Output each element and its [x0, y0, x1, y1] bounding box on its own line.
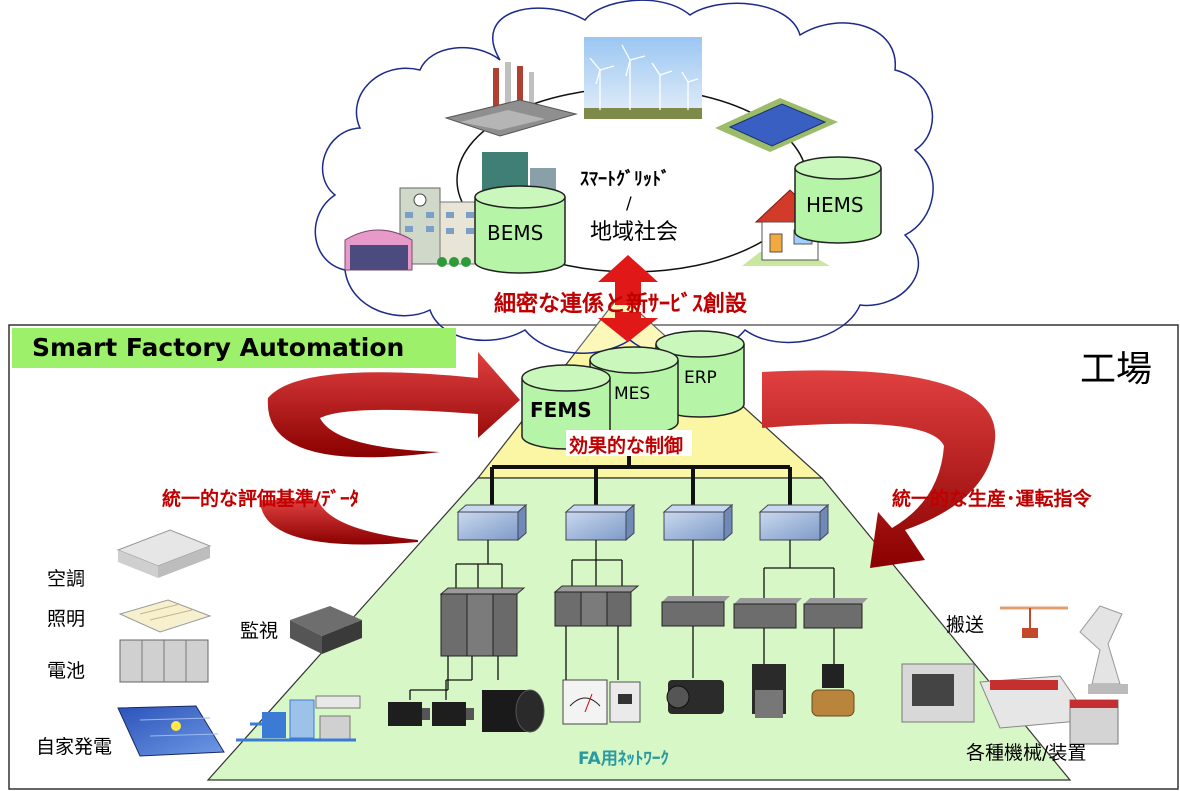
crane-image [1000, 606, 1068, 638]
piping-system-image [236, 695, 361, 742]
solar-farm-image [715, 98, 838, 152]
bems-label: BEMS [487, 221, 544, 245]
analog-meter [562, 679, 608, 725]
monitoring-label: 監視 [240, 620, 279, 642]
factory-frame [8, 324, 1179, 790]
io-module-4 [733, 598, 802, 629]
hems-cylinder [794, 156, 882, 244]
controller-3 [662, 503, 734, 542]
factory-label: 工場 [1080, 349, 1153, 390]
machining-center-image [901, 663, 975, 723]
servo-motor-large [482, 689, 545, 733]
robot-arm-image [1079, 605, 1128, 694]
left-flow-label: 統一的な評価基準/ﾃﾞｰﾀ [162, 488, 359, 510]
left-lower-arrow [260, 500, 418, 545]
edm-machine-image [1069, 699, 1119, 745]
transport-label: 搬送 [946, 614, 985, 636]
controller-4 [758, 503, 830, 542]
aircon-label: 空調 [47, 568, 86, 590]
erp-label: ERP [684, 368, 717, 388]
io-module-3 [661, 596, 730, 627]
right-flow-label: 統一的な生産･運転指令 [892, 488, 1092, 510]
fems-label: FEMS [530, 398, 592, 422]
machines-label: 各種機械/装置 [966, 742, 1087, 764]
io-module-left [439, 587, 526, 657]
regional-society-label: 地域社会 [590, 220, 679, 245]
battery-cabinet-image [119, 639, 209, 683]
bems-cylinder [474, 185, 566, 274]
monitoring-camera-image [290, 606, 362, 654]
smart-grid-title: ｽﾏｰﾄｸﾞﾘｯﾄﾞ [580, 169, 670, 190]
battery-label: 電池 [47, 660, 86, 682]
wind-farm-image [584, 37, 702, 119]
right-cycle-arrow [762, 370, 996, 568]
solar-panel-image [117, 705, 225, 757]
link-double-arrow [598, 255, 658, 342]
controller-1 [456, 503, 528, 542]
network-label: FA用ﾈｯﾄﾜｰｸ [578, 749, 669, 769]
mes-cylinder [589, 346, 679, 436]
mes-label: MES [614, 384, 651, 404]
motor-unit [752, 664, 786, 718]
aircon-image [116, 529, 212, 578]
control-label-bg [566, 430, 692, 456]
servo-motor-small-2 [432, 702, 474, 726]
hems-label: HEMS [806, 193, 864, 217]
servo-motor-small-1 [388, 702, 430, 726]
valve [811, 664, 855, 717]
field-wiring [409, 540, 835, 700]
io-module-5 [803, 598, 868, 629]
breaker [609, 681, 641, 723]
controller-2 [564, 503, 636, 542]
smart-factory-banner: Smart Factory Automation [12, 328, 456, 368]
smart-grid-slash: / [626, 194, 632, 214]
control-bus [490, 456, 792, 505]
io-module-center [553, 585, 640, 627]
left-cycle-arrow [267, 352, 520, 458]
power-plant-image [444, 62, 578, 137]
power-gen-label: 自家発電 [36, 736, 113, 758]
light-fixture-image [118, 599, 212, 633]
lighting-label: 照明 [47, 608, 86, 630]
camera-sensor [666, 680, 724, 714]
link-label: 細密な連係と新ｻｰﾋﾞｽ創設 [494, 292, 748, 317]
control-label: 効果的な制御 [569, 435, 684, 457]
